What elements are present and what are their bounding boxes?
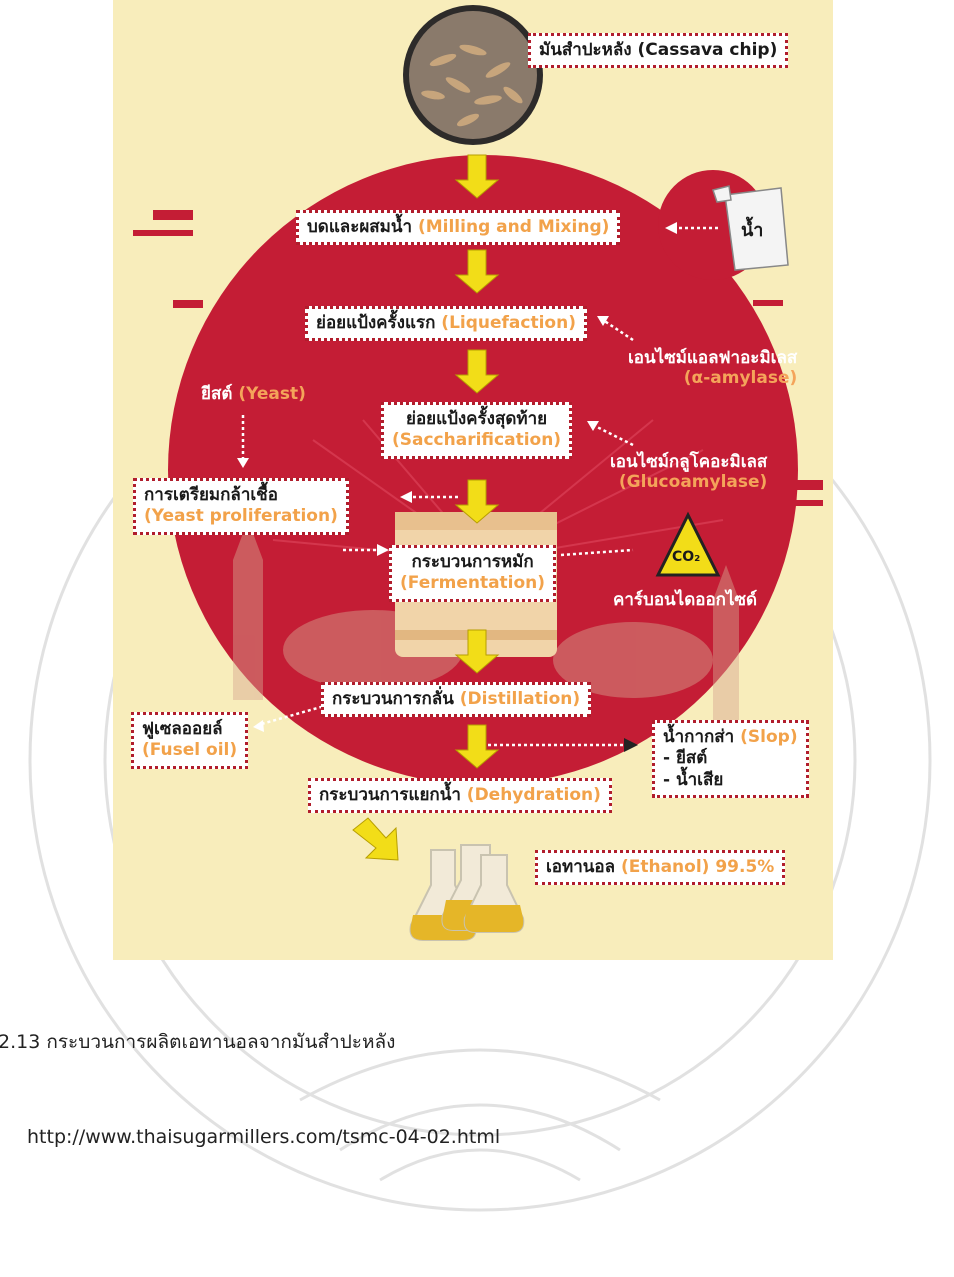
co2-warning-triangle xyxy=(655,511,721,577)
co2-symbol: CO₂ xyxy=(672,549,701,565)
water-label: น้ำ xyxy=(741,220,764,241)
liquefaction-step-box: ย่อยแป้งครั้งแรก (Liquefaction) xyxy=(305,306,587,342)
ethanol-output-box: เอทานอล (Ethanol) 99.5% xyxy=(535,850,786,886)
ethanol-flasks-illustration xyxy=(409,844,525,941)
source-url: http://www.thaisugarmillers.com/tsmc-04-… xyxy=(27,1126,501,1148)
yeast-proliferation-box: การเตรียมกล้าเชื้อ(Yeast proliferation) xyxy=(133,478,349,535)
co2-label: คาร์บอนไดออกไซด์ xyxy=(613,590,758,610)
slop-box: น้ำกากส่า (Slop)- ยีสต์- น้ำเสีย xyxy=(652,720,809,798)
dehydration-step-box: กระบวนการแยกน้ำ (Dehydration) xyxy=(308,778,612,814)
flow-arrows xyxy=(352,154,500,861)
glucoamylase-label: เอนไซม์กลูโคอะมิเลส(Glucoamylase) xyxy=(610,452,768,493)
fusel-oil-box: ฟูเซลออยล์(Fusel oil) xyxy=(131,712,249,769)
cassava-chip-label: มันสำปะหลัง (Cassava chip) xyxy=(528,33,789,69)
ethanol-process-diagram: มันสำปะหลัง (Cassava chip) น้ำ บดและผสมน… xyxy=(113,0,833,960)
milling-step-box: บดและผสมน้ำ (Milling and Mixing) xyxy=(296,210,621,246)
figure-caption: 2.13 กระบวนการผลิตเอทานอลจากมันสำปะหลัง xyxy=(0,1031,396,1053)
distillation-step-box: กระบวนการกลั่น (Distillation) xyxy=(321,682,592,718)
saccharification-step-box: ย่อยแป้งครั้งสุดท้าย(Saccharification) xyxy=(381,402,573,459)
yeast-label: ยีสต์ (Yeast) xyxy=(201,384,306,404)
water-jug-icon xyxy=(712,185,789,271)
fermentation-step-box: กระบวนการหมัก(Fermentation) xyxy=(389,545,557,602)
cassava-chip-photo xyxy=(403,5,543,145)
alpha-amylase-label: เอนไซม์แอลฟาอะมิเลส(α-amylase) xyxy=(628,348,798,389)
